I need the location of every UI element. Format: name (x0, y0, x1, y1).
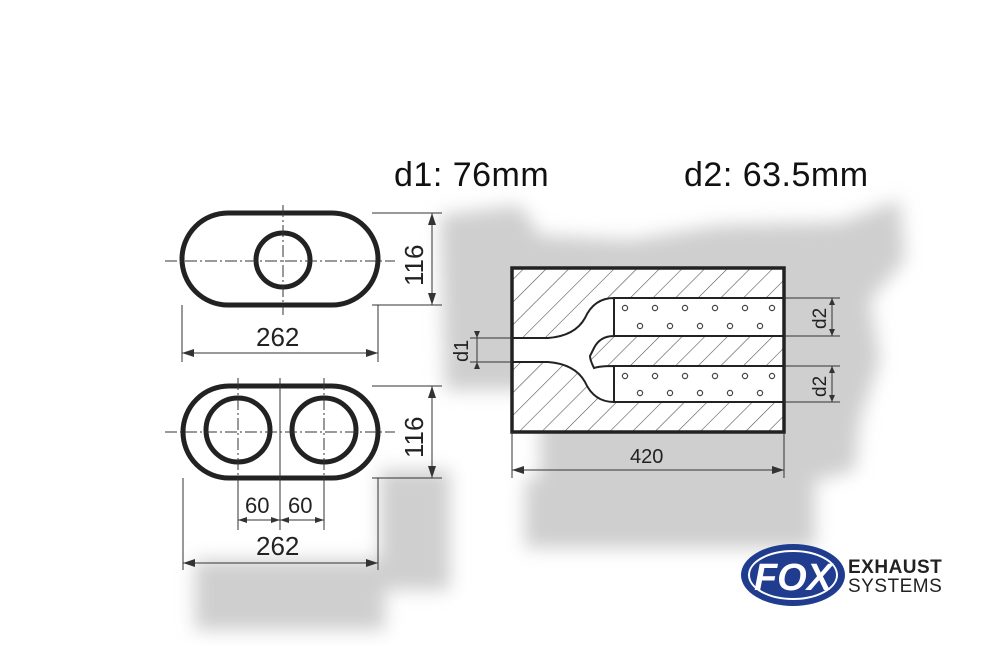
fox-logo: FOX (741, 544, 845, 606)
fox-logo-emblem (741, 544, 845, 606)
single-height-label: 116 (399, 245, 429, 286)
outlet-d2-bottom-label: d2 (810, 376, 831, 397)
single-width-label: 262 (256, 322, 299, 352)
single-oval-body (179, 210, 381, 308)
fox-logo-mark: FOX (754, 557, 835, 599)
spec-d1: d1: 76mm (394, 156, 550, 194)
dual-spacing-left-label: 60 (245, 493, 269, 518)
spec-d2: d2: 63.5mm (684, 156, 869, 194)
outlet-tube-bottom (613, 365, 785, 403)
outlet-tube-top (613, 297, 785, 337)
dual-height-label: 116 (399, 417, 429, 458)
inlet-y-pipe (511, 296, 615, 404)
outlet-d2-top-label: d2 (810, 308, 831, 329)
inlet-d1-label: d1 (451, 340, 473, 362)
perforation-holes (621, 304, 776, 397)
dual-spacing-right-label: 60 (288, 493, 312, 518)
section-view: d1 d2 d2 420 (451, 266, 840, 478)
dual-width-label: 262 (256, 531, 299, 561)
single-outlet-view: 116 262 (165, 205, 442, 362)
muffler-body-outline (510, 266, 786, 434)
logo-text-exhaust: EXHAUST (848, 557, 943, 578)
length-label: 420 (630, 446, 663, 468)
dual-outlet-view: 116 60 60 262 (165, 378, 442, 570)
logo-text-systems: SYSTEMS (848, 576, 943, 597)
